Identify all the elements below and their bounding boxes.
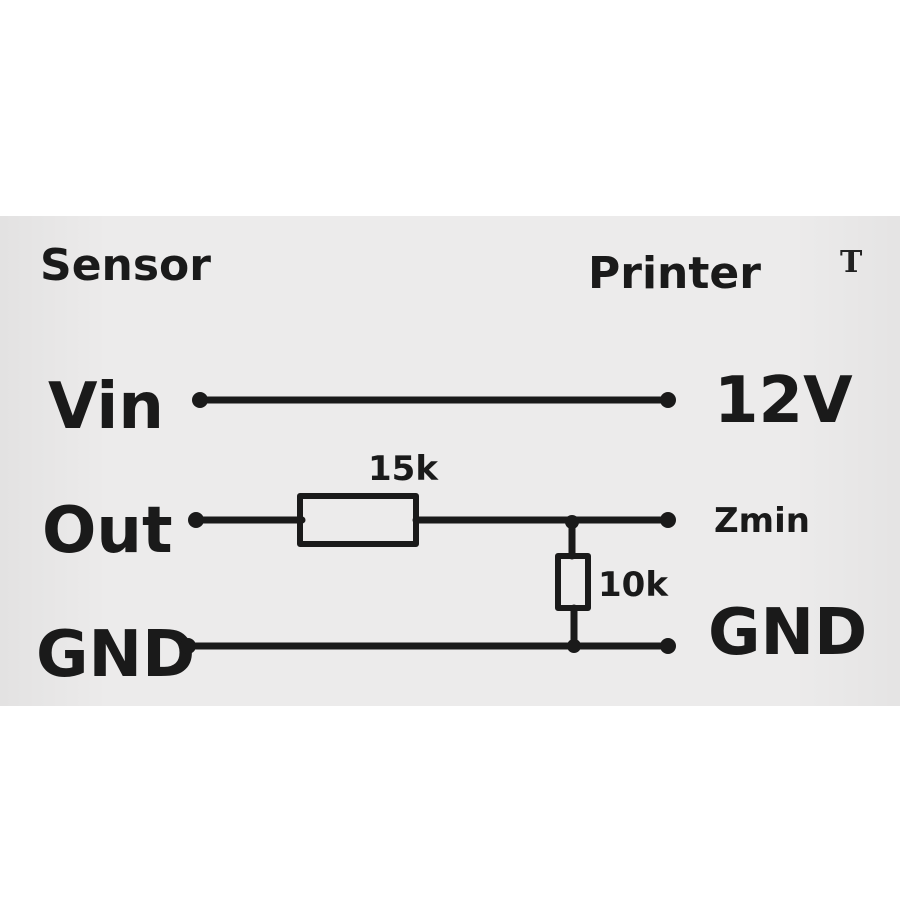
gnd-right-terminal-dot [660, 638, 676, 654]
printer-pin-gnd: GND [708, 596, 867, 670]
printer-header: Printer [588, 248, 761, 299]
gnd-left-terminal-dot [180, 638, 196, 654]
out-terminal-dot [188, 512, 204, 528]
sensor-header: Sensor [40, 240, 211, 291]
junction-bottom-dot [567, 639, 581, 653]
resistor-10k [555, 553, 591, 611]
corner-logo-mark: T [840, 245, 863, 280]
sensor-pin-vin: Vin [48, 370, 164, 444]
printer-pin-zmin: Zmin [714, 501, 810, 541]
resistor-15k-label: 15k [368, 449, 439, 489]
vin-terminal-dot [192, 392, 208, 408]
printer-pin-12v: 12V [714, 364, 853, 438]
sensor-pin-gnd: GND [36, 618, 195, 692]
12v-terminal-dot [660, 392, 676, 408]
zmin-terminal-dot [660, 512, 676, 528]
resistor-15k [297, 493, 419, 547]
resistor-10k-label: 10k [598, 565, 669, 605]
sensor-pin-out: Out [42, 494, 173, 568]
whiteboard [0, 216, 900, 706]
